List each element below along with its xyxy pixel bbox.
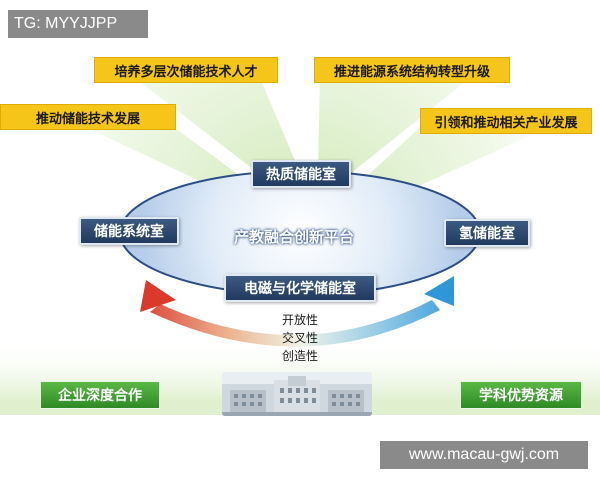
arrow-head-red-icon bbox=[140, 280, 176, 312]
arrow-band bbox=[150, 300, 440, 347]
room-hydrogen: 氢储能室 bbox=[444, 219, 530, 247]
ray-top-right bbox=[318, 78, 470, 178]
goal-tech-development: 推动储能技术发展 bbox=[0, 104, 176, 130]
source-discipline: 学科优势资源 bbox=[460, 381, 582, 409]
arrow-head-blue-icon bbox=[424, 276, 454, 306]
room-electrochemical: 电磁与化学储能室 bbox=[224, 274, 376, 302]
property-cross: 交叉性 bbox=[281, 331, 318, 345]
campus-building-icon bbox=[222, 372, 372, 416]
property-creative: 创造性 bbox=[281, 349, 318, 363]
cycle-arrow bbox=[140, 276, 454, 347]
source-enterprise: 企业深度合作 bbox=[40, 381, 160, 409]
ray-left bbox=[45, 108, 262, 200]
room-thermal: 热质储能室 bbox=[251, 160, 351, 188]
watermark-tg: TG: MYYJJPP bbox=[8, 10, 148, 38]
property-open: 开放性 bbox=[281, 313, 318, 327]
goal-industry: 引领和推动相关产业发展 bbox=[420, 108, 592, 134]
watermark-url: www.macau-gwj.com bbox=[380, 441, 588, 469]
goal-talent: 培养多层次储能技术人才 bbox=[94, 57, 278, 83]
platform-title: 产教融合创新平台 bbox=[233, 228, 354, 246]
goal-energy-transition: 推进能源系统结构转型升级 bbox=[314, 57, 510, 83]
room-system: 储能系统室 bbox=[79, 217, 179, 245]
ray-top-left bbox=[135, 78, 298, 176]
